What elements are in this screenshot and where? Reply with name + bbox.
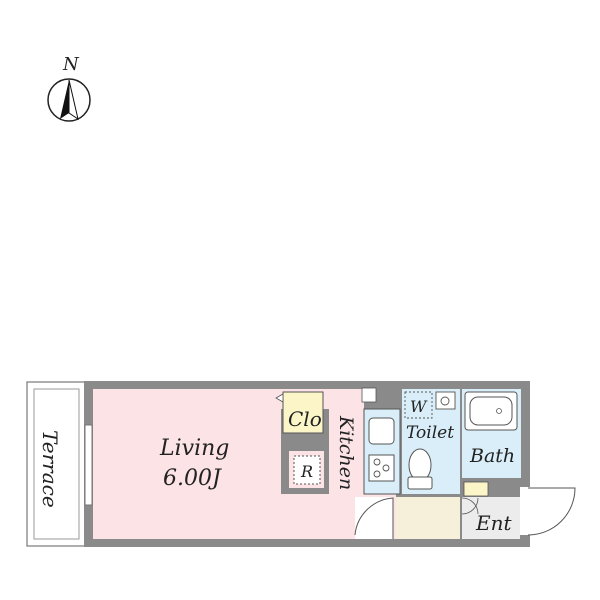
living-size: 6.00J bbox=[163, 466, 222, 491]
refrigerator-label: R bbox=[300, 462, 313, 481]
bathtub-icon bbox=[464, 391, 518, 431]
pipe-shaft bbox=[361, 387, 377, 403]
sink-icon bbox=[368, 417, 395, 445]
washer-space bbox=[404, 391, 433, 419]
closet-label: Clo bbox=[288, 407, 322, 431]
kitchen-floor bbox=[329, 409, 364, 494]
north-arrow-icon bbox=[47, 78, 91, 122]
toilet-door bbox=[461, 497, 479, 515]
closet bbox=[282, 391, 324, 434]
hall-shelf bbox=[463, 481, 489, 497]
terrace-label: Terrace bbox=[38, 430, 62, 508]
bath-label: Bath bbox=[469, 445, 515, 467]
entrance-door bbox=[520, 487, 576, 536]
hallway bbox=[396, 497, 460, 539]
washbasin-icon bbox=[435, 391, 456, 410]
stove-icon bbox=[368, 454, 395, 482]
closet-door-mark bbox=[275, 393, 284, 403]
entrance bbox=[462, 497, 520, 539]
living-door bbox=[354, 497, 394, 539]
entrance-label: Ent bbox=[475, 511, 512, 535]
living-room bbox=[93, 389, 281, 539]
terrace: Terrace bbox=[26, 381, 87, 547]
living-label: Living bbox=[159, 436, 229, 461]
washer-label: W bbox=[410, 397, 428, 416]
toilet-icon bbox=[407, 448, 433, 490]
compass: N bbox=[47, 54, 91, 122]
toilet-label: Toilet bbox=[406, 423, 454, 443]
living-window bbox=[84, 424, 93, 506]
north-label: N bbox=[62, 54, 80, 75]
kitchen-label: Kitchen bbox=[335, 415, 357, 490]
refrigerator bbox=[293, 455, 321, 485]
